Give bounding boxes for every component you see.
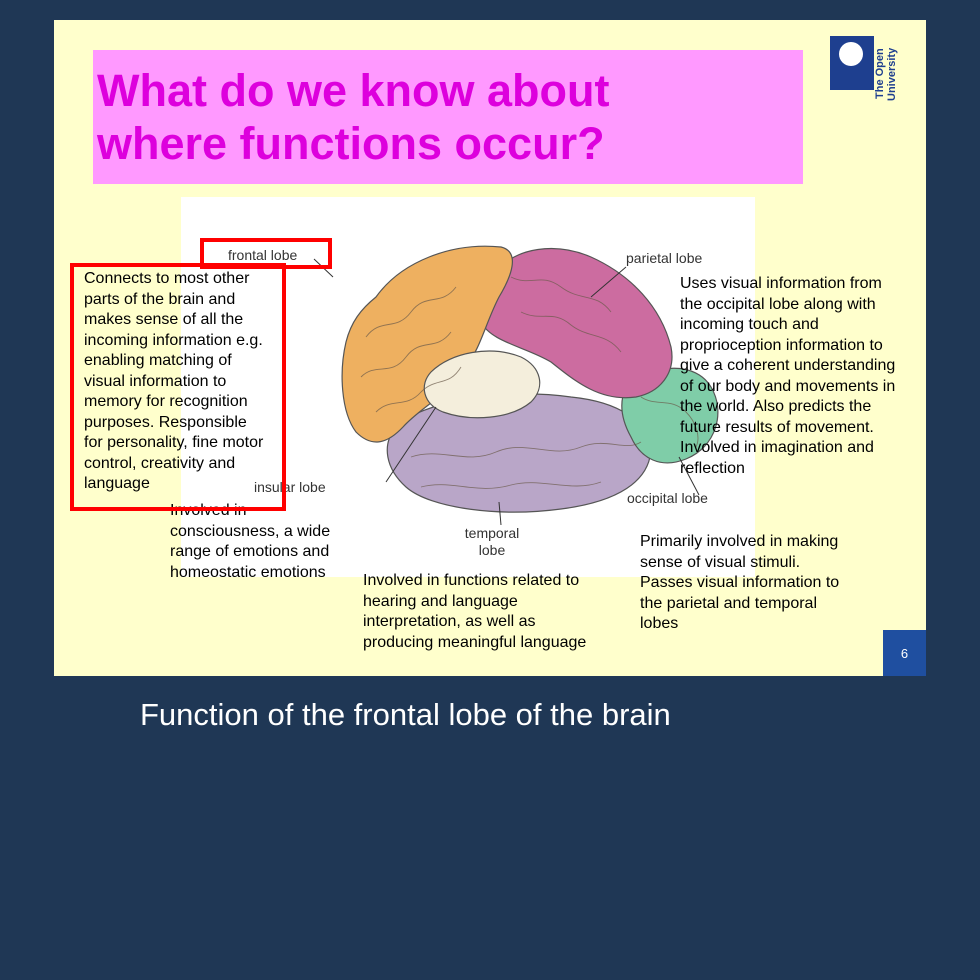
temporal-label-line-1: temporal	[464, 525, 520, 541]
temporal-lobe-description: Involved in functions related to hearing…	[363, 572, 587, 651]
frontal-description-highlight	[70, 263, 286, 511]
frontal-lobe-label: frontal lobe	[228, 247, 298, 263]
logo-text-line-1: The Open	[874, 48, 886, 100]
page-number-badge: 6	[883, 630, 926, 676]
caption: Function of the frontal lobe of the brai…	[140, 697, 671, 732]
title-box: What do we know about where functions oc…	[93, 50, 803, 184]
insular-lobe-region	[423, 350, 541, 419]
title-line-2: where functions occur?	[97, 118, 605, 169]
occipital-lobe-label: occipital lobe	[627, 490, 708, 506]
brain-diagram	[313, 245, 719, 526]
logo-text: The Open University	[874, 38, 898, 110]
insular-lobe-description: Involved in consciousness, a wide range …	[170, 502, 331, 581]
open-university-logo-icon	[830, 36, 874, 90]
frontal-label-highlight	[200, 238, 332, 269]
frontal-lobe-description: Connects to most other parts of the brai…	[84, 270, 264, 492]
parietal-lobe-description: Uses visual information from the occipit…	[680, 275, 896, 477]
temporal-lobe-label: temporal lobe	[462, 525, 522, 559]
occipital-lobe-description: Primarily involved in making sense of vi…	[640, 533, 840, 632]
logo-text-line-2: University	[886, 47, 899, 101]
temporal-label-line-2: lobe	[478, 541, 506, 558]
temporal-lobe-region	[386, 393, 652, 513]
insular-lobe-label: insular lobe	[254, 479, 326, 495]
parietal-lobe-label: parietal lobe	[626, 250, 703, 266]
slide: What do we know about where functions oc…	[54, 20, 926, 676]
title-line-1: What do we know about	[97, 65, 610, 116]
